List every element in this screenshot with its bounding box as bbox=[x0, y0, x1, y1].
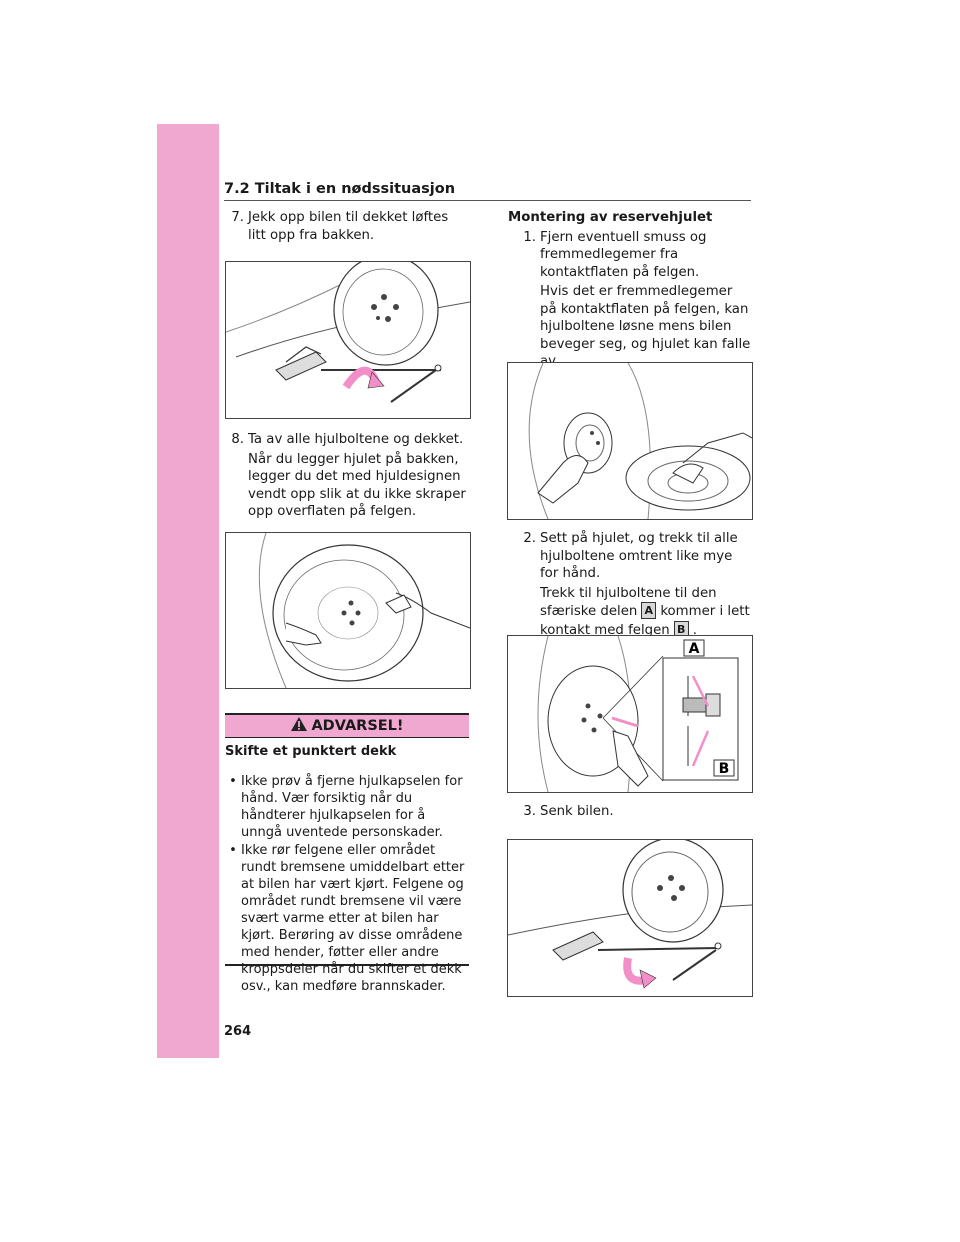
step-number: 8. bbox=[231, 432, 244, 447]
step-number: 3. bbox=[523, 804, 536, 819]
page-number: 264 bbox=[224, 1024, 252, 1039]
step-7: 7. Jekk opp bilen til dekket løftes litt… bbox=[224, 209, 470, 244]
badge-a: A bbox=[641, 602, 657, 619]
step-3: 3. Senk bilen. bbox=[516, 803, 752, 821]
warning-heading-text: ADVARSEL! bbox=[311, 718, 404, 734]
remove-wheel-illustration bbox=[258, 533, 470, 688]
figure-label-b: B bbox=[719, 761, 730, 777]
step-note: Trekk til hjulboltene til den sfæriske d… bbox=[516, 585, 752, 640]
jack-up-illustration bbox=[226, 262, 470, 403]
step-8: 8. Ta av alle hjulboltene og dekket. Når… bbox=[224, 431, 470, 521]
warning-triangle-icon bbox=[290, 716, 308, 739]
step-text: Fjern eventuell smuss og fremmedlegemer … bbox=[540, 229, 707, 280]
step-2: 2. Sett på hjulet, og trekk til alle hju… bbox=[516, 530, 752, 639]
warning-bullet-text: Ikke rør felgene eller området rundt bre… bbox=[241, 843, 465, 994]
step-1: 1. Fjern eventuell smuss og fremmedlegem… bbox=[508, 229, 752, 282]
step-number: 7. bbox=[231, 210, 244, 225]
tighten-bolts-illustration: A B bbox=[537, 636, 739, 792]
warning-body: Skifte et punktert dekk • Ikke prøv å fj… bbox=[225, 737, 469, 994]
clean-hub-illustration bbox=[528, 363, 752, 519]
figure-jack-up bbox=[225, 261, 471, 419]
figure-label-a: A bbox=[689, 641, 700, 657]
figure-tighten-bolts: A B bbox=[507, 635, 753, 793]
step-text: Sett på hjulet, og trekk til alle hjulbo… bbox=[540, 531, 738, 581]
step-number: 2. bbox=[523, 531, 536, 546]
subheading: Montering av reservehjulet bbox=[508, 210, 713, 225]
note-text-before: Trekk til hjulboltene til den sfæriske d… bbox=[540, 585, 717, 620]
step-note: Hvis det er fremmedlegemer på kontaktfla… bbox=[540, 284, 751, 369]
note-text-middle: kommer i lett kontakt med felgen bbox=[540, 604, 750, 638]
step-text: Senk bilen. bbox=[540, 804, 614, 819]
figure-lower-car bbox=[507, 839, 753, 997]
mounting-section: Montering av reservehjulet 1. Fjern even… bbox=[508, 209, 752, 371]
figure-clean-hub bbox=[507, 362, 753, 520]
chapter-tab-band bbox=[157, 124, 219, 1058]
section-header: 7.2 Tiltak i en nødssituasjon bbox=[224, 180, 751, 201]
warning-bullet-text: Ikke prøv å fjerne hjulkapselen for hånd… bbox=[241, 774, 463, 840]
step-note: Når du legger hjulet på bakken, legger d… bbox=[248, 451, 466, 520]
step-number: 1. bbox=[523, 229, 536, 245]
step-text: Jekk opp bilen til dekket løftes litt op… bbox=[248, 210, 449, 243]
warning-title: Skifte et punktert dekk bbox=[225, 744, 397, 759]
warning-bullet: • Ikke prøv å fjerne hjulkapselen for hå… bbox=[225, 773, 469, 841]
figure-remove-wheel bbox=[225, 532, 471, 689]
note-text-end: . bbox=[692, 622, 697, 638]
warning-bullet: • Ikke rør felgene eller området rundt b… bbox=[225, 842, 469, 995]
warning-heading: ADVARSEL! bbox=[225, 713, 469, 738]
lower-car-illustration bbox=[508, 840, 752, 989]
step-text: Ta av alle hjulboltene og dekket. bbox=[248, 432, 464, 447]
